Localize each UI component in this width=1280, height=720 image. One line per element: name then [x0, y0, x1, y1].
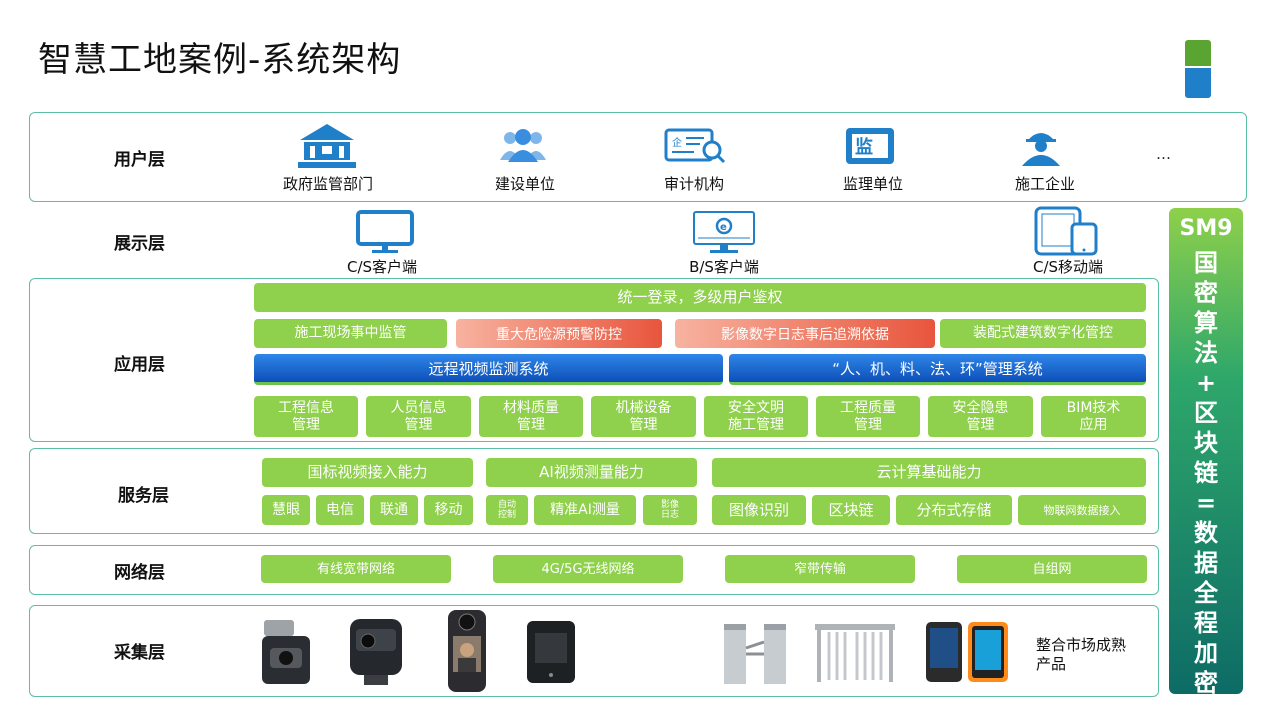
app-module-material: 材料质量管理 [479, 396, 583, 437]
service-image-log: 影像日志 [643, 495, 697, 525]
service-blockchain: 区块链 [812, 495, 890, 525]
service-layer-label: 服务层 [118, 486, 169, 506]
service-cloud: 云计算基础能力 [712, 458, 1146, 487]
logo-blue-block [1185, 68, 1211, 98]
app-image-log: 影像数字日志事后追溯依据 [675, 319, 935, 348]
rugged-phones-image [926, 622, 1008, 682]
collect-note: 整合市场成熟 产品 [1036, 636, 1127, 673]
service-distributed-storage: 分布式存储 [896, 495, 1012, 525]
user-item-construction-company: 施工企业 [1014, 175, 1075, 193]
ptz-camera-image [262, 620, 310, 684]
app-module-safety-civil: 安全文明施工管理 [704, 396, 808, 437]
user-layer-label: 用户层 [114, 150, 165, 170]
app-hazard-warning: 重大危险源预警防控 [456, 319, 662, 348]
government-building-icon [298, 124, 356, 168]
more-ellipsis: … [1156, 145, 1171, 163]
encryption-side-bar: SM9 国 密 算 法 + 区 块 链 = 数 据 全 程 加 密 [1169, 208, 1243, 697]
app-onsite-supervision: 施工现场事中监管 [254, 319, 447, 348]
display-item-bs-client: B/S客户端 [689, 258, 759, 276]
user-item-government: 政府监管部门 [282, 175, 373, 193]
service-auto-control: 自动控制 [486, 495, 528, 525]
network-wired: 有线宽带网络 [261, 555, 451, 583]
svg-text:监: 监 [855, 136, 873, 158]
service-gb-video: 国标视频接入能力 [262, 458, 473, 487]
desktop-monitor-icon [356, 210, 414, 253]
display-layer-label: 展示层 [114, 234, 165, 254]
logo-green-block [1185, 40, 1211, 66]
display-item-cs-mobile: C/S移动端 [1032, 258, 1104, 276]
service-ai-video: AI视频测量能力 [486, 458, 697, 487]
user-item-audit: 审计机构 [663, 175, 724, 193]
app-module-quality: 工程质量管理 [816, 396, 920, 437]
body-camera-image [448, 610, 486, 692]
service-mobile: 移动 [424, 495, 473, 525]
app-prefab-control: 装配式建筑数字化管控 [940, 319, 1146, 348]
supervision-icon: 监 [846, 128, 894, 164]
browser-monitor-icon: e [693, 211, 755, 253]
service-unicom: 联通 [370, 495, 418, 525]
full-height-turnstile-image [815, 624, 895, 682]
turnstile-gate-image [724, 624, 786, 684]
face-terminal-image [527, 621, 575, 683]
dome-camera-image [350, 619, 402, 685]
app-module-personnel: 人员信息管理 [366, 396, 471, 437]
remote-video-system: 远程视频监测系统 [254, 354, 723, 385]
page-title: 智慧工地案例-系统架构 [38, 40, 402, 80]
user-item-supervisor: 监理单位 [842, 175, 903, 193]
network-wireless: 4G/5G无线网络 [493, 555, 683, 583]
network-narrowband: 窄带传输 [725, 555, 915, 583]
service-image-recognition: 图像识别 [712, 495, 806, 525]
network-adhoc: 自组网 [957, 555, 1147, 583]
app-layer-label: 应用层 [114, 355, 165, 375]
mobile-devices-icon [1034, 206, 1098, 256]
five-element-management-system: “人、机、料、法、环”管理系统 [729, 354, 1146, 385]
sm9-label: SM9 [1179, 216, 1233, 241]
collect-layer-label: 采集层 [114, 643, 165, 663]
user-item-construction-unit: 建设单位 [494, 175, 555, 193]
display-item-cs-client: C/S客户端 [346, 258, 418, 276]
service-precise-ai: 精准AI测量 [534, 495, 636, 525]
service-telecom: 电信 [316, 495, 364, 525]
service-iot-access: 物联网数据接入 [1018, 495, 1146, 525]
people-group-icon [500, 129, 546, 162]
app-module-machinery: 机械设备管理 [591, 396, 696, 437]
unified-login-bar: 统一登录，多级用户鉴权 [254, 283, 1146, 312]
encryption-text-column: 国 密 算 法 + 区 块 链 = 数 据 全 程 加 密 [1194, 249, 1218, 697]
app-module-hazard: 安全隐患管理 [928, 396, 1033, 437]
network-layer-label: 网络层 [114, 563, 165, 583]
service-huiyan: 慧眼 [262, 495, 310, 525]
svg-text:企: 企 [672, 136, 682, 149]
svg-text:e: e [720, 222, 727, 233]
app-module-bim: BIM技术应用 [1041, 396, 1146, 437]
audit-search-icon: 企 [664, 128, 726, 164]
app-module-project-info: 工程信息管理 [254, 396, 358, 437]
worker-icon [1022, 133, 1060, 166]
